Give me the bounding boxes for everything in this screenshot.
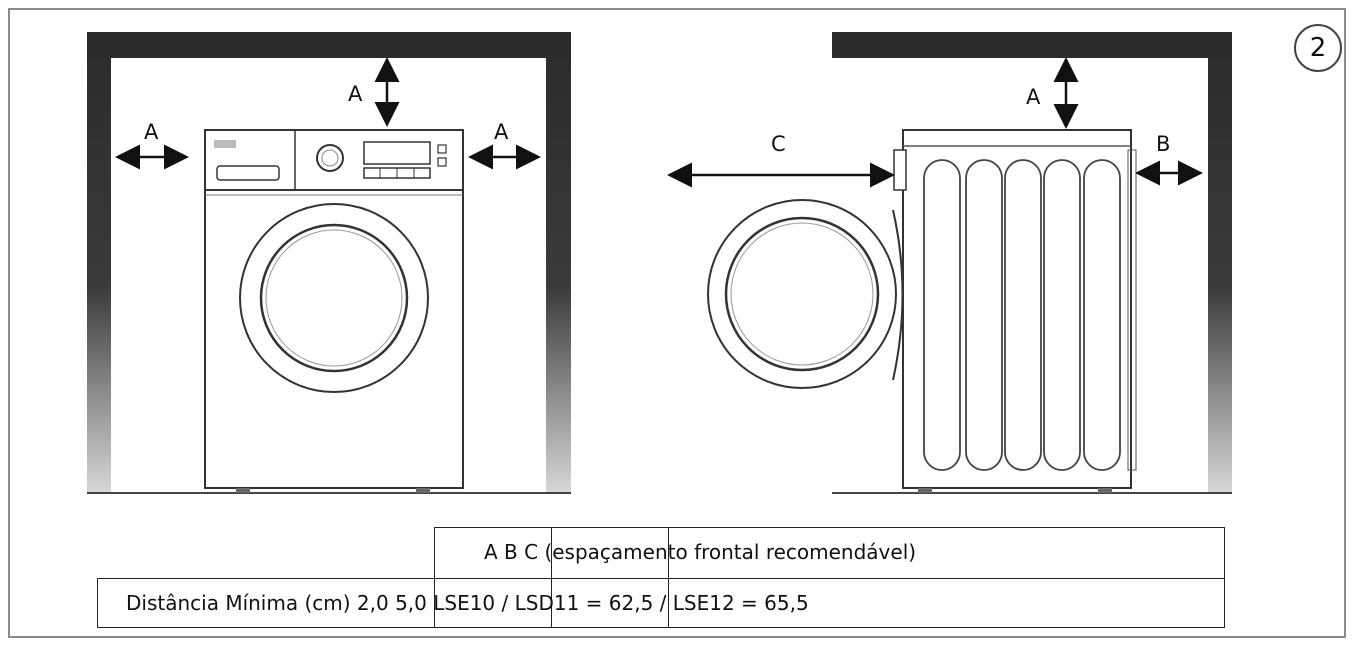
figure-number-badge: 2 bbox=[1294, 24, 1342, 72]
side-view: A C B bbox=[667, 32, 1232, 494]
front-view: A A A bbox=[87, 32, 571, 494]
table-header-text: A B C (espaçamento frontal recomendável) bbox=[484, 540, 917, 564]
washer-foot-left bbox=[236, 488, 250, 493]
side-foot-left bbox=[918, 488, 932, 493]
label-c-side: C bbox=[771, 132, 786, 156]
program-knob bbox=[316, 144, 344, 172]
washer-foot-right bbox=[416, 488, 430, 493]
figure-frame bbox=[8, 8, 1346, 638]
side-wall-top bbox=[832, 32, 1232, 58]
front-wall-left bbox=[87, 32, 111, 494]
display-panel bbox=[363, 141, 431, 165]
label-a-top-front: A bbox=[348, 82, 363, 106]
label-a-right-front: A bbox=[494, 120, 509, 144]
front-wall-right bbox=[546, 32, 571, 494]
table-row-cell-4 bbox=[668, 578, 1225, 628]
label-b-side: B bbox=[1156, 132, 1170, 156]
door-glass bbox=[259, 223, 409, 373]
detergent-drawer bbox=[216, 165, 280, 181]
side-foot-right bbox=[1098, 488, 1112, 493]
label-a-top-side: A bbox=[1026, 85, 1041, 109]
washer-door-open bbox=[707, 199, 904, 389]
side-wall-right bbox=[1208, 32, 1232, 494]
washer-front bbox=[204, 129, 464, 493]
label-a-left-front: A bbox=[144, 120, 159, 144]
door-outer bbox=[239, 203, 429, 393]
brand-logo bbox=[214, 140, 236, 148]
front-wall-top bbox=[87, 32, 571, 58]
washer-side bbox=[893, 129, 1137, 493]
table-row-text: Distância Mínima (cm) 2,0 5,0 LSE10 / LS… bbox=[126, 591, 809, 615]
